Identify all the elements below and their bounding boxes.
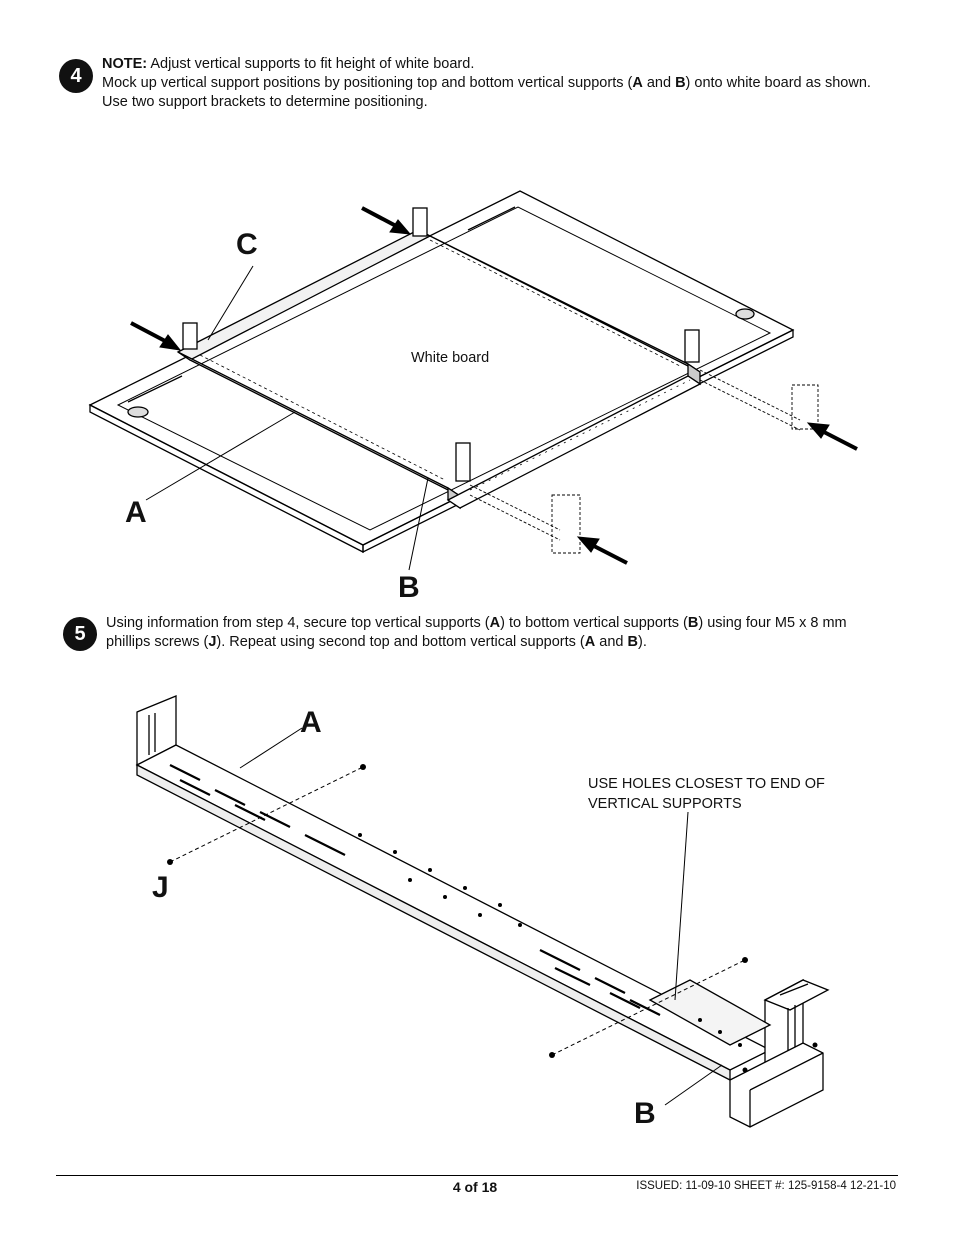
holes-note-line-2: VERTICAL SUPPORTS xyxy=(588,796,742,812)
step-5-number: 5 xyxy=(74,622,86,645)
step-4-text: Mock up vertical support positions by po… xyxy=(102,75,633,91)
whiteboard-assembly-diagram xyxy=(88,190,858,571)
step-5-text: and xyxy=(595,634,628,650)
part-ref-b: B xyxy=(687,615,699,631)
issued-info: ISSUED: 11-09-10 SHEET #: 125-9158-4 12-… xyxy=(636,1180,896,1192)
holes-note-line-1: USE HOLES CLOSEST TO END OF xyxy=(588,776,825,792)
callout-b: B xyxy=(398,571,420,604)
step-5-instructions: Using information from step 4, secure to… xyxy=(106,614,891,652)
step-5-text: Using information from step 4, secure to… xyxy=(106,615,490,631)
callout-c: C xyxy=(236,228,258,261)
part-ref-j: J xyxy=(208,634,217,650)
step-5-text: ). xyxy=(637,634,647,650)
part-ref-b: B xyxy=(675,75,686,91)
step-4-text: and xyxy=(642,75,676,91)
footer-rule xyxy=(56,1175,898,1176)
step-5-text: ). Repeat using second top and bottom ve… xyxy=(216,634,585,650)
callout-b-step5: B xyxy=(634,1097,656,1130)
callout-a: A xyxy=(125,496,147,529)
callout-j: J xyxy=(152,871,169,904)
part-ref-a: A xyxy=(584,634,596,650)
step-5-badge: 5 xyxy=(63,617,97,651)
white-board-label: White board xyxy=(411,350,490,366)
step-5-text: ) using four M5 x 8 mm phillips screws ( xyxy=(106,615,847,650)
page-number: 4 of 18 xyxy=(452,1179,498,1195)
note-label: NOTE: xyxy=(102,56,148,72)
part-ref-a: A xyxy=(489,615,501,631)
callout-a-step5: A xyxy=(300,706,322,739)
step-4-badge: 4 xyxy=(59,59,93,93)
part-ref-b: B xyxy=(627,634,638,650)
step-4-instructions: NOTE: Adjust vertical supports to fit he… xyxy=(102,55,892,112)
note-text: Adjust vertical supports to fit height o… xyxy=(147,56,475,72)
step-5-text: ) to bottom vertical supports ( xyxy=(500,615,688,631)
step-4-text: ) onto white board as shown. Use two sup… xyxy=(102,75,871,110)
part-ref-a: A xyxy=(632,75,643,91)
holes-note: USE HOLES CLOSEST TO END OF VERTICAL SUP… xyxy=(588,774,868,814)
step-4-number: 4 xyxy=(70,64,82,87)
